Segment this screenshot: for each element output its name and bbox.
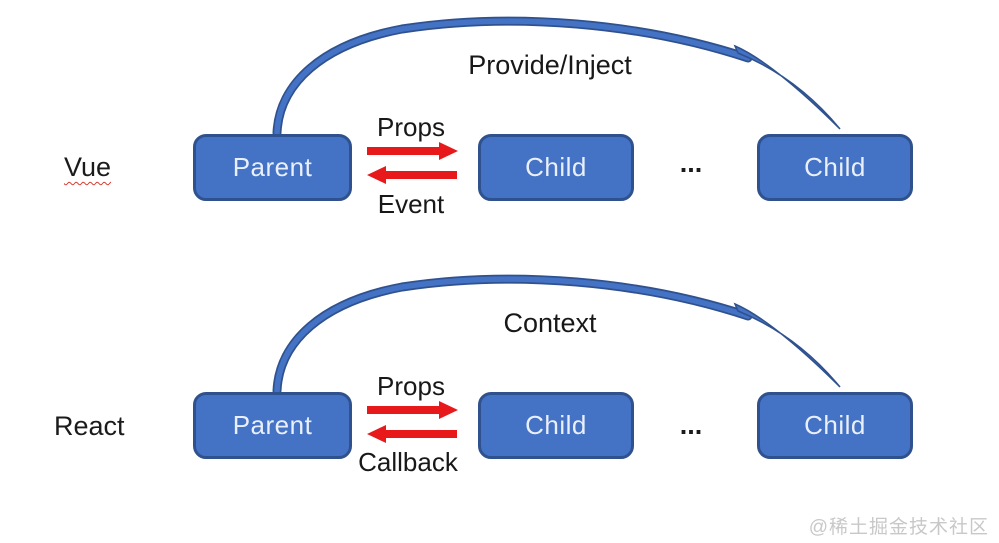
react-child-box-1: Child: [478, 392, 634, 459]
context-arc: [272, 274, 841, 396]
react-parent-box: Parent: [193, 392, 352, 459]
react-props-label: Props: [377, 371, 445, 401]
props-arrow-right-react: [367, 401, 458, 419]
provide-inject-arc-tip: [733, 44, 841, 130]
callback-arrow-left-react: [367, 425, 457, 443]
vue-child-box-2: Child: [757, 134, 913, 201]
context-label: Context: [503, 308, 597, 338]
react-ellipsis: ...: [679, 410, 703, 440]
watermark: @稀土掘金技术社区: [808, 517, 989, 538]
react-child-box-2: Child: [757, 392, 913, 459]
provide-inject-arc: [272, 16, 841, 138]
vue-props-label: Props: [377, 112, 445, 142]
vue-parent-box: Parent: [193, 134, 352, 201]
vue-ellipsis: ...: [679, 148, 703, 178]
provide-inject-label: Provide/Inject: [468, 50, 632, 80]
props-arrow-right-vue: [367, 142, 458, 160]
vue-child-box-1: Child: [478, 134, 634, 201]
framework-label-react: React: [54, 411, 125, 441]
framework-label-vue: Vue: [64, 152, 112, 182]
react-callback-label: Callback: [358, 447, 458, 477]
vue-event-label: Event: [377, 189, 445, 219]
event-arrow-left-vue: [367, 166, 457, 184]
context-arc-tip: [733, 302, 841, 388]
